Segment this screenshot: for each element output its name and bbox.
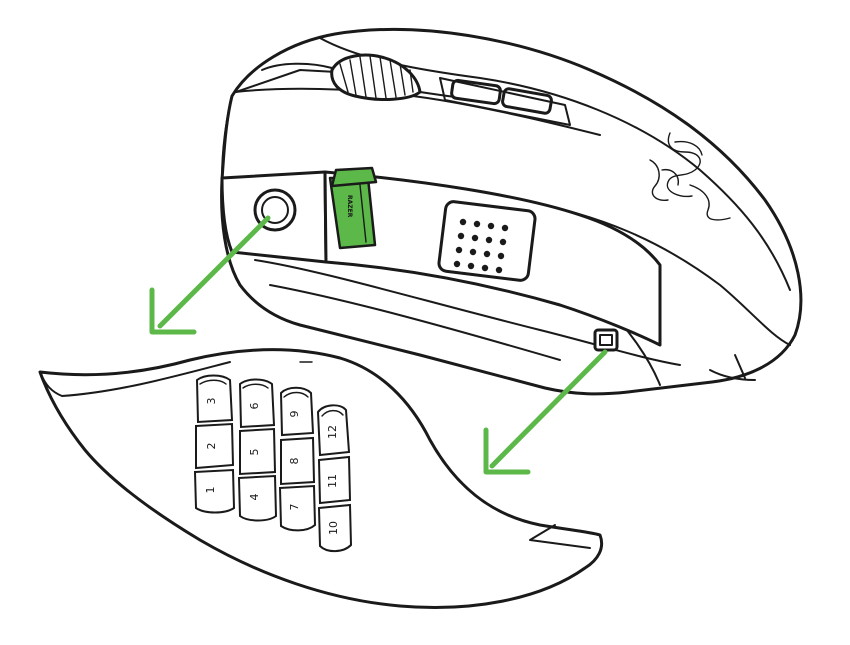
key-label-3: 3 bbox=[205, 398, 218, 405]
side-cavity bbox=[220, 170, 662, 352]
key-column-3 bbox=[278, 386, 317, 532]
key-label-12: 12 bbox=[326, 425, 339, 439]
key-label-5: 5 bbox=[248, 449, 261, 456]
thumb-keypad: 3 2 1 6 5 4 9 8 7 12 11 10 bbox=[193, 374, 353, 553]
dongle-logo: RAZER bbox=[346, 195, 353, 218]
wireless-dongle: RAZER bbox=[328, 166, 378, 250]
key-column-2 bbox=[237, 378, 278, 522]
top-buttons bbox=[439, 77, 571, 126]
key-column-4 bbox=[316, 404, 353, 553]
key-column-1 bbox=[193, 374, 236, 514]
key-label-6: 6 bbox=[248, 403, 261, 410]
key-label-7: 7 bbox=[288, 504, 301, 511]
key-label-8: 8 bbox=[288, 458, 301, 465]
key-label-1: 1 bbox=[204, 487, 217, 494]
side-plate-clip-slot bbox=[593, 328, 619, 352]
razer-snake-logo bbox=[649, 132, 731, 221]
key-label-4: 4 bbox=[248, 494, 261, 501]
key-label-2: 2 bbox=[205, 443, 218, 450]
scroll-wheel bbox=[261, 53, 481, 101]
key-label-10: 10 bbox=[327, 521, 340, 535]
removal-arrow-right bbox=[483, 349, 608, 475]
key-label-9: 9 bbox=[288, 411, 301, 418]
contact-pins bbox=[453, 218, 509, 274]
key-label-11: 11 bbox=[326, 474, 339, 488]
removal-arrow-left bbox=[149, 215, 271, 335]
